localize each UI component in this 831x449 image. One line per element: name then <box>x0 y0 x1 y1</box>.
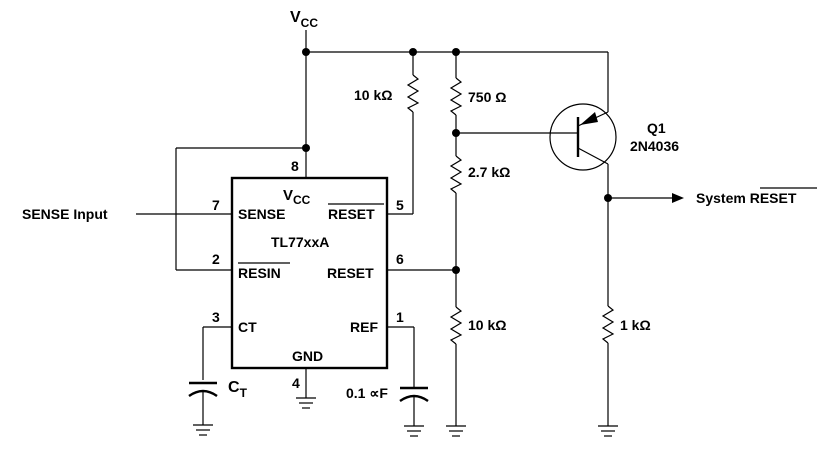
pin-5-number: 5 <box>396 197 404 213</box>
resistor-1k-label: 1 kΩ <box>620 317 651 333</box>
resistor-1k <box>601 198 615 426</box>
pin-7-number: 7 <box>212 197 220 213</box>
pin-ref-name: REF <box>350 319 378 335</box>
pin-reset-bar-name: RESET <box>328 206 375 222</box>
pin-1-number: 1 <box>396 309 404 325</box>
capacitor-ref <box>399 386 429 426</box>
pin-ref: 1 REF <box>350 309 415 387</box>
transistor-q1 <box>549 103 617 198</box>
pin-sense: 7 SENSE <box>136 197 285 222</box>
vcc-label: VCC <box>290 9 318 30</box>
capacitor-ct <box>188 381 218 425</box>
output-label: System RESET <box>696 190 797 206</box>
pin-resin-name: RESIN <box>238 265 281 281</box>
resistor-pullup-10k <box>406 52 420 113</box>
pin-reset-name: RESET <box>327 265 374 281</box>
pin-4-number: 4 <box>292 375 300 391</box>
resistor-10k-bottom-label: 10 kΩ <box>468 317 506 333</box>
pin-reset-bar: 5 RESET <box>328 112 414 222</box>
ic-part-number: TL77xxA <box>271 234 329 250</box>
ground-symbol-ct <box>193 424 213 436</box>
pin-2-number: 2 <box>212 251 220 267</box>
pin-resin: 2 RESIN <box>212 251 290 281</box>
pin-3-number: 3 <box>212 309 220 325</box>
ic-gnd-label: GND <box>292 348 323 364</box>
ref-capacitor-label: 0.1 ∝F <box>346 385 388 401</box>
resistor-750 <box>449 52 463 133</box>
pin-ct: 3 CT <box>202 309 257 380</box>
sense-input-label: SENSE Input <box>22 206 108 222</box>
resistor-2k7-label: 2.7 kΩ <box>468 164 510 180</box>
ct-label: CT <box>228 379 248 400</box>
pin-ct-name: CT <box>238 319 257 335</box>
ic-body <box>230 176 389 370</box>
vcc-to-pin8-wire <box>175 52 310 271</box>
ground-symbol-divider <box>446 425 466 437</box>
resistor-750-label: 750 Ω <box>468 89 506 105</box>
transistor-part: 2N4036 <box>630 138 679 154</box>
pin-8-number: 8 <box>291 158 299 174</box>
resistor-2k7 <box>449 133 463 270</box>
output-wire <box>604 193 684 203</box>
pin-6-number: 6 <box>396 251 404 267</box>
ground-symbol-output <box>598 425 618 437</box>
pin-reset: 6 RESET <box>327 251 460 281</box>
ground-symbol-ref <box>404 425 424 437</box>
vcc-rail <box>302 30 609 112</box>
transistor-ref: Q1 <box>647 120 666 136</box>
pullup-resistor-label: 10 kΩ <box>354 87 392 103</box>
resistor-10k-bottom <box>449 270 463 426</box>
pin-sense-name: SENSE <box>238 206 285 222</box>
ground-symbol-ic <box>296 397 316 409</box>
ic-vcc-label: VCC <box>283 187 311 207</box>
